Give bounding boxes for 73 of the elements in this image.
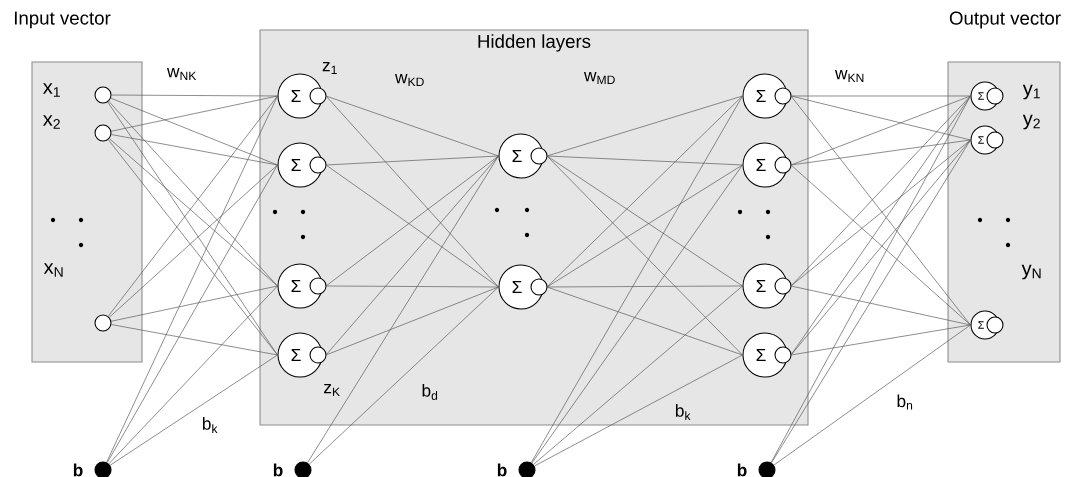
connection-line bbox=[534, 354, 743, 467]
input-circle bbox=[94, 124, 112, 142]
connection-line bbox=[106, 164, 278, 463]
node-label: b bbox=[735, 462, 749, 477]
neuron: Σ bbox=[970, 81, 1004, 111]
connection-line bbox=[790, 139, 971, 356]
connection-line bbox=[325, 95, 499, 157]
variable-label: y$_{1}$ bbox=[1021, 83, 1043, 101]
connection-line bbox=[111, 324, 278, 356]
connection-line bbox=[107, 95, 278, 317]
bias-dot bbox=[758, 461, 776, 477]
variable-label: y$_{2}$ bbox=[1021, 113, 1043, 131]
connection-line bbox=[308, 286, 499, 465]
neuron: Σ bbox=[277, 142, 327, 188]
neuron: Σ bbox=[498, 264, 548, 310]
connection-line bbox=[109, 138, 278, 287]
neuron: Σ bbox=[970, 125, 1004, 155]
neuron: Σ bbox=[277, 332, 327, 378]
connection-line bbox=[531, 164, 743, 464]
connection-line bbox=[109, 164, 278, 318]
connection-line bbox=[325, 285, 499, 288]
connection-line bbox=[546, 286, 743, 356]
connection-line bbox=[106, 95, 278, 463]
variable-label: b$_{n}$ bbox=[895, 393, 915, 411]
neuron: Σ bbox=[970, 310, 1004, 340]
variable-label: w$_{NK}$ bbox=[165, 66, 199, 82]
connection-line bbox=[307, 155, 499, 464]
neuron: Σ bbox=[277, 263, 327, 309]
connection-line bbox=[790, 95, 971, 97]
neuron: Σ bbox=[742, 263, 792, 309]
connection-line bbox=[325, 286, 499, 356]
connection-line bbox=[790, 139, 971, 166]
input-circle bbox=[94, 314, 112, 332]
connection-line bbox=[111, 95, 278, 132]
connection-line bbox=[325, 155, 499, 356]
connection-line bbox=[790, 95, 971, 287]
bias-dot bbox=[294, 461, 312, 477]
connection-line bbox=[790, 285, 971, 326]
input-circle bbox=[94, 86, 112, 104]
node-label: Input vector bbox=[14, 11, 111, 29]
connection-line bbox=[546, 285, 743, 288]
variable-label: w$_{KN}$ bbox=[833, 68, 867, 84]
neuron: Σ bbox=[742, 332, 792, 378]
neuron: Σ bbox=[742, 73, 792, 119]
node-label: Output vector bbox=[949, 11, 1061, 29]
connection-line bbox=[546, 155, 743, 166]
connection-line bbox=[109, 354, 278, 466]
connection-line bbox=[546, 155, 743, 356]
bias-dot bbox=[94, 461, 112, 477]
connection-line bbox=[325, 155, 499, 166]
connection-line bbox=[111, 134, 278, 166]
connection-line bbox=[790, 164, 971, 326]
connection-line bbox=[111, 285, 278, 322]
neuron: Σ bbox=[277, 73, 327, 119]
connection-line bbox=[546, 95, 743, 288]
variable-label: b$_{k}$ bbox=[200, 415, 220, 435]
connection-line bbox=[325, 95, 499, 288]
connection-line bbox=[790, 324, 971, 356]
node-label: b bbox=[495, 462, 509, 477]
connection-line bbox=[773, 324, 971, 466]
connection-line bbox=[111, 94, 278, 97]
neuron: Σ bbox=[498, 133, 548, 179]
variable-label: y$_{N}$ bbox=[1020, 263, 1044, 281]
connection-line bbox=[110, 97, 278, 166]
connection-line bbox=[790, 95, 971, 166]
node-label: b bbox=[71, 462, 85, 477]
connection-line bbox=[790, 95, 971, 141]
connection-line bbox=[530, 95, 743, 463]
neuron: Σ bbox=[742, 142, 792, 188]
connection-line bbox=[533, 285, 743, 465]
node-label: b bbox=[271, 462, 285, 477]
connection-line bbox=[108, 285, 278, 465]
bias-dot bbox=[518, 461, 536, 477]
